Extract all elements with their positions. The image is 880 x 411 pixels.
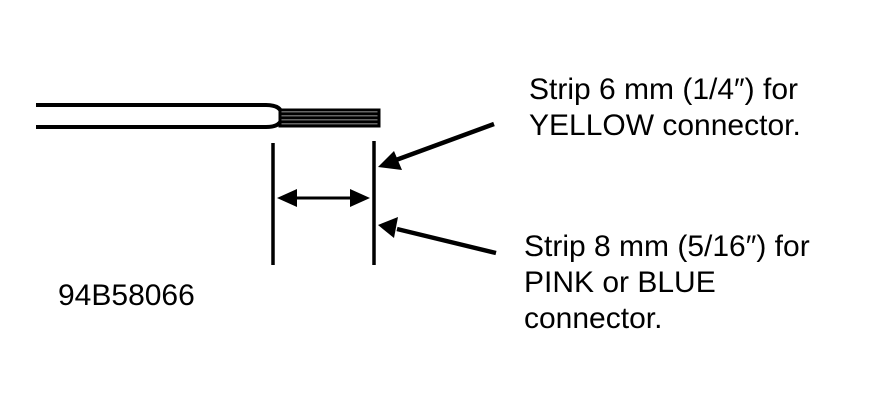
leader-arrow-pink-blue — [378, 217, 497, 256]
stripped-conductor — [278, 108, 381, 128]
leader-arrow-yellow — [378, 121, 495, 170]
callout-pink-blue-line-1: Strip 8 mm (5/16″) for — [524, 230, 810, 263]
callout-pink-blue-line-2: PINK or BLUE — [524, 266, 716, 299]
figure-number: 94B58066 — [58, 279, 195, 312]
callout-yellow-line-1: Strip 6 mm (1/4″) for — [529, 73, 799, 106]
measurement-arrow — [277, 189, 370, 207]
wire-insulation — [36, 103, 284, 129]
callout-pink-blue-line-3: connector. — [524, 302, 663, 335]
callout-yellow-line-2: YELLOW connector. — [529, 109, 801, 142]
yellow-connector-callout: Strip 6 mm (1/4″) for YELLOW connector. — [529, 72, 801, 144]
pink-blue-connector-callout: Strip 8 mm (5/16″) for PINK or BLUE conn… — [524, 229, 810, 337]
